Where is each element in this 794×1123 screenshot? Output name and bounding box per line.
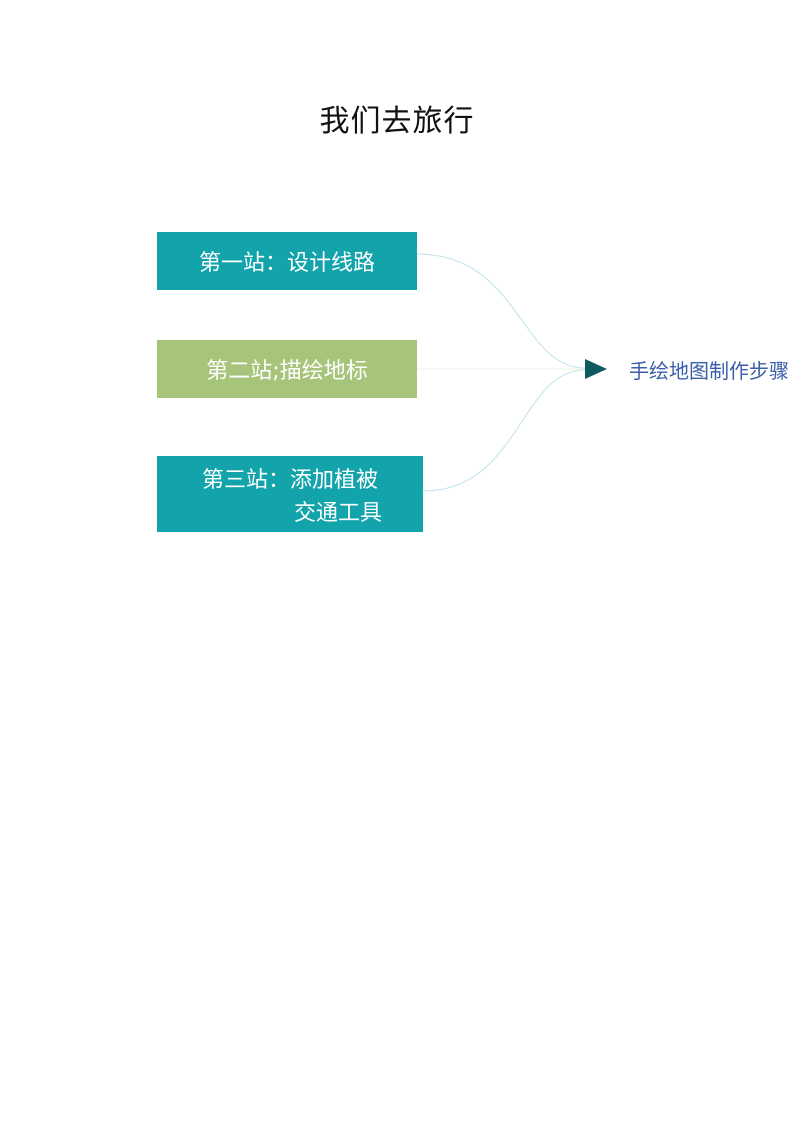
triangle-arrow-icon	[585, 359, 607, 379]
node-step-1[interactable]: 第一站：设计线路	[157, 232, 417, 290]
node-step-3-label-line-2: 交通工具	[293, 501, 382, 526]
page-title: 我们去旅行	[319, 104, 475, 139]
connector-1	[416, 253, 586, 369]
node-step-1-label: 第一站：设计线路	[198, 251, 375, 276]
root-topic-label[interactable]: 手绘地图制作步骤	[629, 359, 789, 383]
node-step-2[interactable]: 第二站;描绘地标	[157, 340, 417, 398]
node-step-3[interactable]: 第三站：添加植被 交通工具	[157, 456, 423, 532]
node-step-3-label-line-1: 第三站：添加植被	[201, 468, 378, 493]
connector-3	[422, 369, 586, 492]
node-step-2-label: 第二站;描绘地标	[206, 359, 368, 384]
